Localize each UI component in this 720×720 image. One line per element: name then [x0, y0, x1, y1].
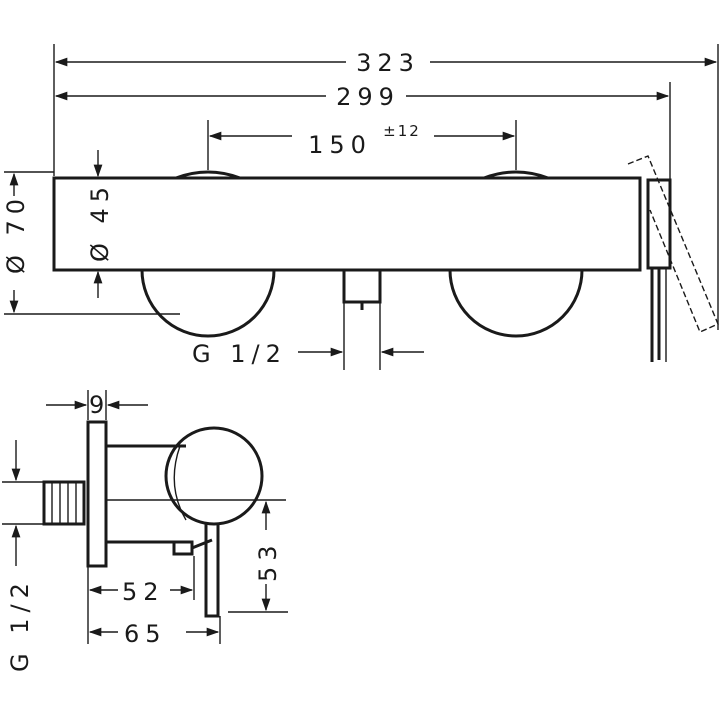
rosette-right	[448, 269, 584, 338]
dim-thread-top: G 1/2	[192, 340, 424, 368]
front-view: 323 299 150 ±12	[2, 44, 719, 370]
dim-150: 150 ±12	[208, 122, 516, 159]
lever-joint	[191, 538, 213, 550]
dim-53-label: 53	[254, 539, 282, 582]
dim-thread-side: G 1/2	[2, 440, 44, 672]
rosette-right-top	[483, 170, 549, 180]
dim-9: 9	[46, 390, 148, 420]
mixer-body	[52, 176, 642, 272]
diameter-45-label: Ø 45	[86, 181, 114, 262]
dim-150-label: 150	[308, 131, 372, 159]
rosette-left	[140, 269, 276, 338]
dim-299-label: 299	[336, 83, 400, 111]
dim-53: 53	[228, 500, 288, 613]
dim-323-label: 323	[356, 49, 420, 77]
dim-299: 299	[54, 83, 670, 111]
dim-323: 323	[54, 49, 718, 77]
dim-diameter-70: Ø 70	[2, 172, 30, 314]
side-view: 9 52 65 53 G 1	[2, 390, 288, 672]
outlet-nozzle	[342, 268, 382, 304]
diameter-70-label: Ø 70	[2, 193, 30, 274]
thread-side-label: G 1/2	[6, 577, 34, 672]
dim-65: 65	[88, 616, 221, 648]
dim-52: 52	[87, 556, 195, 644]
side-housing	[106, 444, 186, 544]
side-outlet	[172, 540, 194, 556]
thread-connector	[42, 480, 86, 526]
round-handle	[164, 426, 264, 526]
dim-52-label: 52	[122, 578, 165, 606]
dim-65-label: 65	[124, 620, 167, 648]
dim-diameter-45: Ø 45	[86, 150, 114, 298]
rosette-left-top	[175, 170, 241, 180]
side-lever	[204, 524, 220, 618]
thread-top-label: G 1/2	[192, 340, 287, 368]
wall-plate	[86, 420, 108, 568]
dim-150-tolerance: ±12	[383, 122, 421, 140]
dim-9-label: 9	[89, 391, 110, 419]
handle-cap	[646, 178, 672, 270]
handle-inner-arc	[173, 445, 187, 521]
lever-alt-position	[627, 155, 719, 333]
